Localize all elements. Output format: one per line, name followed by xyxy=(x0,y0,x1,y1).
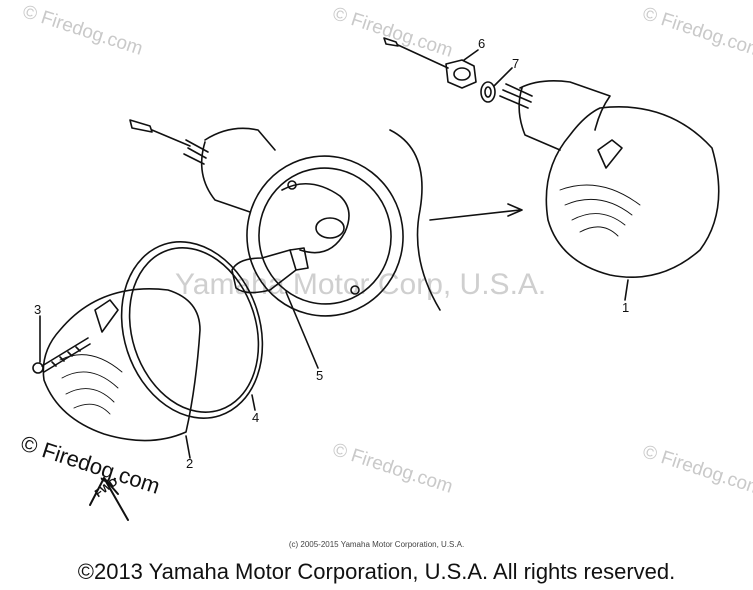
exploded-housing xyxy=(129,119,404,317)
leader-part-6 xyxy=(463,49,479,61)
wire-connector-left xyxy=(129,119,153,133)
housing-body-right xyxy=(519,80,611,131)
watermark-center: Yamaha Motor Corp, U.S.A. xyxy=(175,268,547,301)
assembly-arrow-line xyxy=(429,209,521,221)
lens-dome-right xyxy=(545,106,720,278)
callout-part-7: 7 xyxy=(512,56,520,71)
leader-part-2 xyxy=(185,435,191,459)
screw-part-3 xyxy=(32,337,91,374)
bulb-part-5 xyxy=(231,247,309,294)
reflector-rim xyxy=(246,155,404,317)
lens-ribs-left xyxy=(59,354,123,415)
housing-top-left xyxy=(204,127,276,151)
turn-signal-exploded-diagram xyxy=(32,37,720,521)
reflector-inner-rim xyxy=(258,167,392,305)
leader-part-4 xyxy=(251,394,256,411)
wire-left xyxy=(151,129,191,147)
assembled-flasher-unit xyxy=(383,37,720,278)
socket-plate xyxy=(281,182,350,254)
leader-part-5 xyxy=(285,291,319,369)
callout-part-6: 6 xyxy=(478,36,486,51)
housing-lower-right xyxy=(518,87,561,151)
rim-screw-top xyxy=(287,180,297,190)
nut-part-6 xyxy=(445,59,477,89)
rim-screw-bottom xyxy=(350,285,360,295)
lens-tab-left xyxy=(94,299,119,333)
wire-connector-top xyxy=(383,37,399,47)
callout-part-1: 1 xyxy=(622,300,630,315)
fwd-arrow-shaft xyxy=(103,477,129,521)
washer-part-7 xyxy=(480,81,496,103)
callout-part-2: 2 xyxy=(186,456,194,471)
wire-top xyxy=(397,44,449,69)
assembly-bracket xyxy=(389,129,441,311)
stem-thread-right xyxy=(499,83,533,109)
washer-hole xyxy=(484,86,492,98)
lens-ribs-right xyxy=(559,184,641,237)
callout-part-5: 5 xyxy=(316,368,324,383)
housing-bottom-left xyxy=(200,141,251,213)
lens-part-2 xyxy=(42,288,201,442)
callout-part-4: 4 xyxy=(252,410,260,425)
assembly-arrowhead xyxy=(507,203,523,217)
copyright-footer: ©2013 Yamaha Motor Corporation, U.S.A. A… xyxy=(77,559,676,584)
leader-part-1 xyxy=(624,279,629,301)
small-credit: (c) 2005-2015 Yamaha Motor Corporation, … xyxy=(288,540,465,549)
lens-tab-right xyxy=(597,139,623,169)
callout-part-3: 3 xyxy=(34,302,42,317)
bulb-socket xyxy=(315,217,345,239)
gasket-ring-inner xyxy=(128,247,260,413)
gasket-ring-part-4 xyxy=(120,241,264,419)
leader-part-7 xyxy=(493,67,513,87)
stem-thread-left xyxy=(183,139,209,165)
